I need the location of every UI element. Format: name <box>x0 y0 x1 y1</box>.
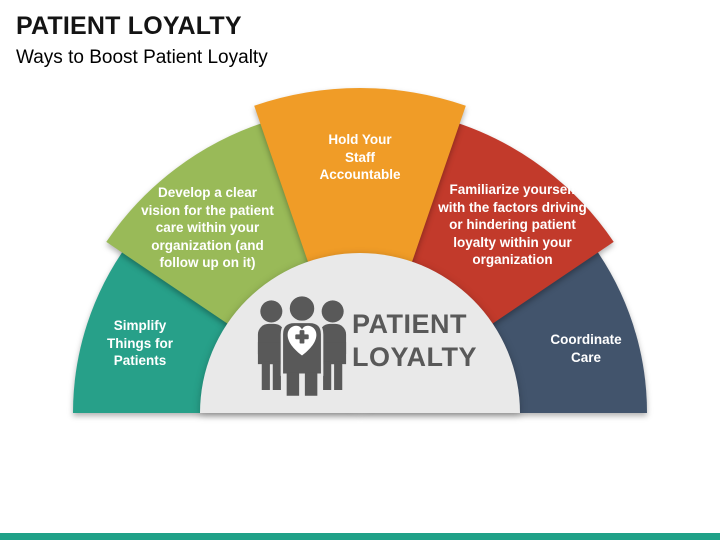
title-block: PATIENT LOYALTY Ways to Boost Patient Lo… <box>16 12 268 70</box>
center-title: PATIENT LOYALTY <box>352 309 478 372</box>
bottom-accent-bar <box>0 533 720 540</box>
segment-accountable-shape <box>254 87 466 414</box>
page-title: PATIENT LOYALTY <box>16 12 242 40</box>
page-subtitle: Ways to Boost Patient Loyalty <box>16 46 268 68</box>
patients-group-heart-icon <box>257 293 347 396</box>
cross-icon <box>295 330 309 344</box>
